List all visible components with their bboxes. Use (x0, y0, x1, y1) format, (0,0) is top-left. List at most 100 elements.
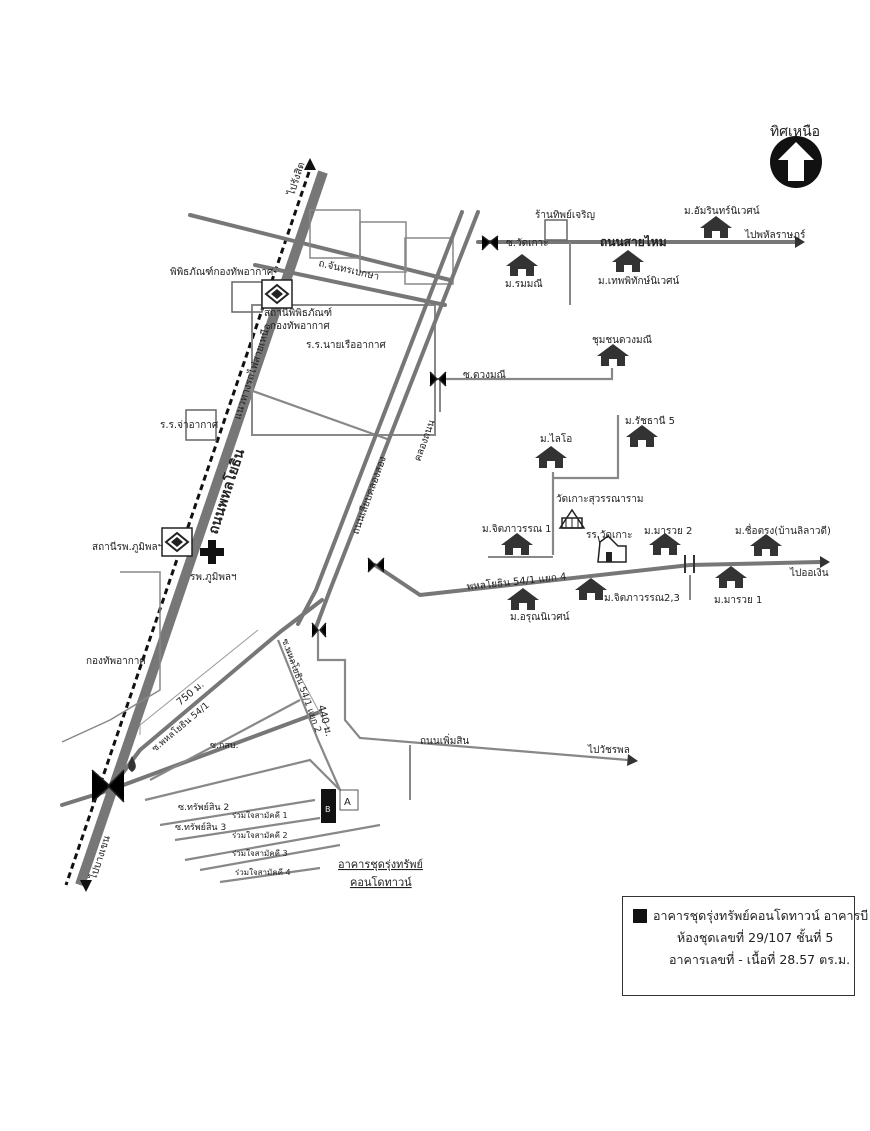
ruam-3-label: ร่วมใจสามัคคี 3 (232, 849, 288, 858)
soi-sapsin-3 (174, 816, 321, 842)
village-lelo-label: ม.ไลโอ (540, 432, 572, 445)
navy-school-area (251, 304, 436, 436)
building-a-label: A (344, 797, 351, 808)
direction-rangsit: ไปรังสิต (285, 161, 307, 198)
museum-label: พิพิธภัณฑ์กองทัพอากาศ (170, 266, 274, 278)
soi-ruam-3 (199, 843, 341, 872)
house-icon (506, 254, 538, 276)
soi-phahon-54-1-lower (60, 710, 322, 807)
house-icon (700, 216, 732, 238)
soi-duangmanee-label: ซ.ดวงมณี (463, 369, 506, 381)
phahonyothin-road (64, 170, 328, 887)
house-icon (750, 534, 782, 556)
house-icon (715, 566, 747, 588)
community-label: ชุมชนดวงมณี (592, 334, 652, 346)
phum-sin-road (316, 630, 629, 762)
soi-wat-ko-label: ซ.วัดเกาะ (506, 238, 549, 249)
village-chit23-label: ม.จิตภาวรรณ2,3 (604, 593, 680, 604)
jam-akas-box (185, 409, 217, 441)
bhumibol-hospital-label: รพ.ภูมิพลฯ (190, 572, 237, 583)
museum-station-label-2: กองทัพอากาศ (270, 321, 330, 332)
soi-korsobor (149, 699, 301, 781)
gas-station-icon (128, 756, 136, 772)
arrow-right-icon (795, 236, 805, 248)
condo-building-b (321, 789, 336, 823)
ruam-4-label: ร่วมใจสามัคคี 4 (235, 868, 291, 877)
village-chit1-label: ม.จิตภาวรรณ 1 (482, 524, 552, 535)
house-icon (626, 425, 658, 447)
chanthaphimuk-road (253, 263, 447, 307)
condo-building-a (339, 789, 359, 811)
arrow-up-icon (304, 158, 316, 170)
bhumibol-station-label: สถานีรพ.ภูมิพลฯ (92, 541, 163, 553)
direction-watcharaphon: ไปวัชรพล (587, 744, 630, 756)
soi-korsobor-label: ซ.กสบ. (210, 741, 239, 751)
village-chuthani-label: ม.รัชธานี 5 (625, 415, 675, 427)
sai-mai-label: ถนนสายไหม (600, 234, 667, 249)
museum-box (231, 281, 263, 313)
legend-line-1: อาคารชุดรุ่งทรัพย์คอนโดทาวน์ อาคารบี (653, 908, 869, 923)
school-label: รร.วัดเกาะ (586, 530, 633, 541)
village-arun-label: ม.อรุณนิเวศน์ (510, 611, 570, 623)
khlong-thanon-road (313, 210, 480, 632)
condo-label-1: อาคารชุดรุ่งทรัพย์ (338, 858, 423, 871)
property-legend: อาคารชุดรุ่งทรัพย์คอนโดทาวน์ อาคารบี ห้อ… (622, 896, 868, 996)
north-arrow-icon (770, 136, 822, 188)
air-force-label: กองทัพอากาศ (86, 656, 146, 667)
legend-line-2: ห้องชุดเลขที่ 29/107 ชั้นที่ 5 (677, 930, 834, 945)
village-house-icons (501, 216, 782, 610)
distance-750-guide (139, 629, 259, 735)
lot-3 (404, 237, 454, 285)
train-station-icon (261, 279, 293, 309)
museum-station-label: สถานีพิพิธภัณฑ์ (264, 307, 332, 319)
house-icon (649, 533, 681, 555)
condo-label-2: คอนโดทาวน์ (350, 875, 412, 889)
temple-icon (558, 508, 586, 529)
village-ansin-label: ม.อัมรินทร์นิเวศน์ (684, 205, 760, 217)
soi-sapsin-3-label: ซ.ทรัพย์สิน 3 (175, 821, 226, 833)
navy-school-label: ร.ร.นายเรืออากาศ (306, 339, 386, 351)
house-icon (612, 250, 644, 272)
soi-ruam-2 (184, 823, 381, 862)
soi-sapsin-1 (144, 758, 341, 802)
soi-ruam-4 (219, 866, 321, 884)
arrow-down-icon (80, 880, 92, 892)
village-thep-label: ม.เทพพิทักษ์นิเวศน์ (598, 275, 679, 287)
jam-akas-label: ร.ร.จ่าอากาศ (160, 420, 219, 431)
ruam-2-label: ร่วมใจสามัคคี 2 (232, 831, 288, 840)
soi-sapsin-2 (159, 798, 316, 827)
air-force-area (61, 571, 161, 743)
khlong-thanon-label: คลองถนน (412, 418, 437, 463)
arrow-right-icon (627, 754, 638, 766)
direction-pathum: ไปพหัลราษฎร์ (744, 229, 806, 241)
legend-line-3: อาคารเลขที่ - เนื้อที่ 28.57 ตร.ม. (669, 952, 851, 967)
direction-o-ngoen: ไปออเงิน (789, 567, 829, 579)
road-inner (249, 388, 391, 442)
building-b-label: B (325, 805, 331, 814)
lane-chuthani (553, 415, 620, 480)
shop-box (544, 219, 568, 241)
soi-phahon-54-1-yaek-2 (276, 639, 342, 791)
lot-2 (359, 221, 407, 273)
temple-label: วัดเกาะสุวรรณาราม (556, 494, 644, 505)
arrow-right-icon (820, 556, 830, 568)
phum-sin-label: ถนนเพิ่มสิน (420, 733, 469, 747)
soi-54-1-yaek-4-label: พหลโยธิน 54/1 แยก 4 (466, 570, 567, 593)
soi-phahon-54-1 (108, 598, 324, 792)
soi-duangmanee (432, 368, 614, 381)
north-label: ทิศเหนือ (770, 124, 820, 140)
crossing-marks (91, 235, 499, 803)
hospital-cross-icon (200, 540, 224, 564)
house-icon (501, 533, 533, 555)
house-icon (507, 588, 539, 610)
village-maruai1-label: ม.มารวย 1 (714, 595, 762, 606)
distance-440-guide (284, 647, 331, 733)
phahon-54-1-yaek-4 (373, 560, 822, 597)
soi-sapsin-2-label: ซ.ทรัพย์สิน 2 (178, 801, 229, 813)
village-maruai2-label: ม.มารวย 2 (644, 526, 692, 537)
shop-label: ร้านทิพย์เจริญ (535, 209, 595, 221)
village-romanee-label: ม.รมมณี (505, 278, 543, 290)
house-icon (575, 578, 607, 600)
liab-khlong-label: ถนนเลียบคลองสอง (350, 455, 389, 536)
school-icon (597, 535, 627, 563)
